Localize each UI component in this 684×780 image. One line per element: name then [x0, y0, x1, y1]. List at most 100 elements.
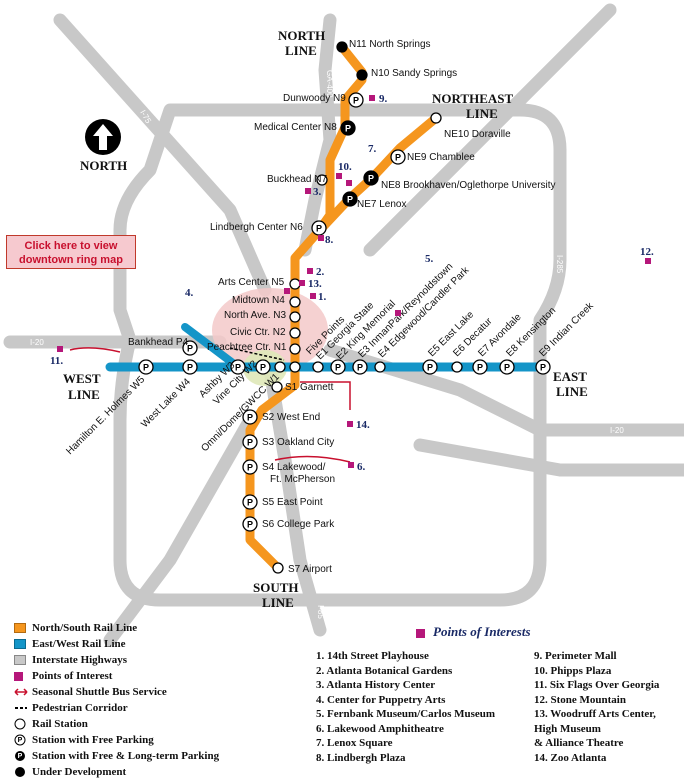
parking-badge: P — [187, 363, 193, 373]
poi-item: 7. Lenox Square — [316, 737, 393, 749]
station-marker[interactable] — [316, 174, 328, 186]
poi-square[interactable] — [348, 462, 354, 468]
parking-badge: P — [335, 363, 341, 373]
legend-row: Pedestrian Corridor — [14, 700, 274, 716]
poi-square[interactable] — [57, 346, 63, 352]
legend-label: Interstate Highways — [32, 654, 128, 666]
poi-square[interactable] — [310, 293, 316, 299]
station-marker[interactable] — [182, 359, 198, 375]
station-marker[interactable] — [289, 361, 301, 373]
hwy-label: I-20 — [30, 338, 44, 347]
station-marker[interactable] — [422, 359, 438, 375]
station-marker[interactable] — [242, 409, 258, 425]
station-label: Arts Center N5 — [218, 277, 285, 288]
station-marker[interactable] — [451, 361, 463, 373]
poi-item: 10. Phipps Plaza — [534, 664, 612, 677]
poi-square[interactable] — [299, 280, 305, 286]
poi-square[interactable] — [336, 173, 342, 179]
station-marker[interactable] — [271, 381, 283, 393]
station-marker[interactable] — [374, 361, 386, 373]
blue-swatch-icon — [14, 639, 26, 649]
orange-swatch-icon — [14, 623, 26, 633]
legend-label: Seasonal Shuttle Bus Service — [32, 686, 167, 698]
station-label: West Lake W4 — [139, 376, 193, 430]
parking-badge: P — [345, 124, 351, 134]
station-marker[interactable] — [230, 359, 246, 375]
station-marker[interactable] — [289, 327, 301, 339]
poi-square[interactable] — [395, 310, 401, 316]
i85-north — [363, 3, 617, 257]
link-line-1: Click here to view — [24, 240, 118, 252]
legend-label: Rail Station — [32, 718, 88, 730]
hwy-label: I-20 — [610, 426, 624, 435]
station-marker[interactable] — [363, 170, 379, 186]
parking-badge: P — [187, 344, 193, 354]
station-marker[interactable] — [499, 359, 515, 375]
legend-row: Points of Interest — [14, 668, 274, 684]
station-label: S7 Airport — [288, 564, 332, 575]
poi-number: 4. — [185, 287, 194, 299]
station-marker[interactable] — [312, 361, 324, 373]
station-marker[interactable] — [472, 359, 488, 375]
legend-row: P Station with Free Parking — [14, 732, 274, 748]
poi-number: 10. — [338, 161, 352, 173]
poi-item: 5. Fernbank Museum/Carlos Museum — [316, 708, 496, 720]
station-marker[interactable] — [356, 69, 368, 81]
poi-square[interactable] — [305, 188, 311, 194]
parking-badge: P — [247, 413, 253, 423]
station-marker[interactable] — [430, 112, 442, 124]
poi-square[interactable] — [284, 288, 290, 294]
open-circle-icon — [14, 718, 26, 730]
hwy-label: I-75 — [219, 549, 234, 566]
station-label: NE7 Lenox — [357, 199, 406, 210]
station-marker[interactable] — [255, 359, 271, 375]
station-marker[interactable] — [274, 361, 286, 373]
station-marker[interactable] — [342, 191, 358, 207]
east-line-label: EAST — [553, 369, 587, 384]
station-marker[interactable] — [242, 516, 258, 532]
station-marker[interactable] — [182, 340, 198, 356]
station-marker[interactable] — [289, 278, 301, 290]
station-marker[interactable] — [242, 434, 258, 450]
station-marker[interactable] — [340, 120, 356, 136]
magenta-square-icon — [416, 628, 425, 638]
station-marker[interactable] — [289, 311, 301, 323]
poi-square[interactable] — [369, 95, 375, 101]
downtown-ring-link[interactable]: Click here to view downtown ring map — [6, 235, 136, 269]
i285-east-lower — [413, 438, 684, 477]
south-line-label: SOUTH — [253, 580, 299, 595]
parking-badge: P — [235, 363, 241, 373]
parking-badge: P — [504, 363, 510, 373]
pedestrian-corridor — [229, 347, 285, 361]
station-marker[interactable] — [348, 92, 364, 108]
hwy-label: I-285 — [210, 127, 230, 147]
legend-label: Station with Free Parking — [32, 734, 154, 746]
dashed-line-icon — [15, 707, 27, 709]
station-marker[interactable] — [289, 296, 301, 308]
station-label: NE10 Doraville — [444, 129, 511, 140]
poi-item: & Alliance Theatre — [534, 737, 624, 749]
poi-square[interactable] — [318, 235, 324, 241]
station-label: Peachtree Ctr. N1 — [207, 342, 287, 353]
station-marker[interactable] — [390, 149, 406, 165]
poi-square[interactable] — [346, 180, 352, 186]
proctor-creek-line — [181, 323, 242, 371]
station-marker[interactable] — [242, 494, 258, 510]
poi-list-right: 9. Perimeter Mall 10. Phipps Plaza 11. S… — [534, 650, 659, 766]
poi-square[interactable] — [645, 258, 651, 264]
station-label: S5 East Point — [262, 497, 323, 508]
svg-text:P: P — [18, 737, 23, 744]
station-marker[interactable] — [336, 41, 348, 53]
station-marker[interactable] — [138, 359, 154, 375]
station-marker[interactable] — [352, 359, 368, 375]
station-marker[interactable] — [289, 343, 301, 355]
station-marker[interactable] — [330, 359, 346, 375]
station-marker[interactable] — [272, 562, 284, 574]
poi-item: 13. Woodruff Arts Center, — [534, 708, 656, 720]
station-marker[interactable] — [535, 359, 551, 375]
poi-square[interactable] — [307, 268, 313, 274]
station-marker[interactable] — [242, 459, 258, 475]
poi-square[interactable] — [347, 421, 353, 427]
hwy-label: I-85 — [316, 605, 325, 619]
